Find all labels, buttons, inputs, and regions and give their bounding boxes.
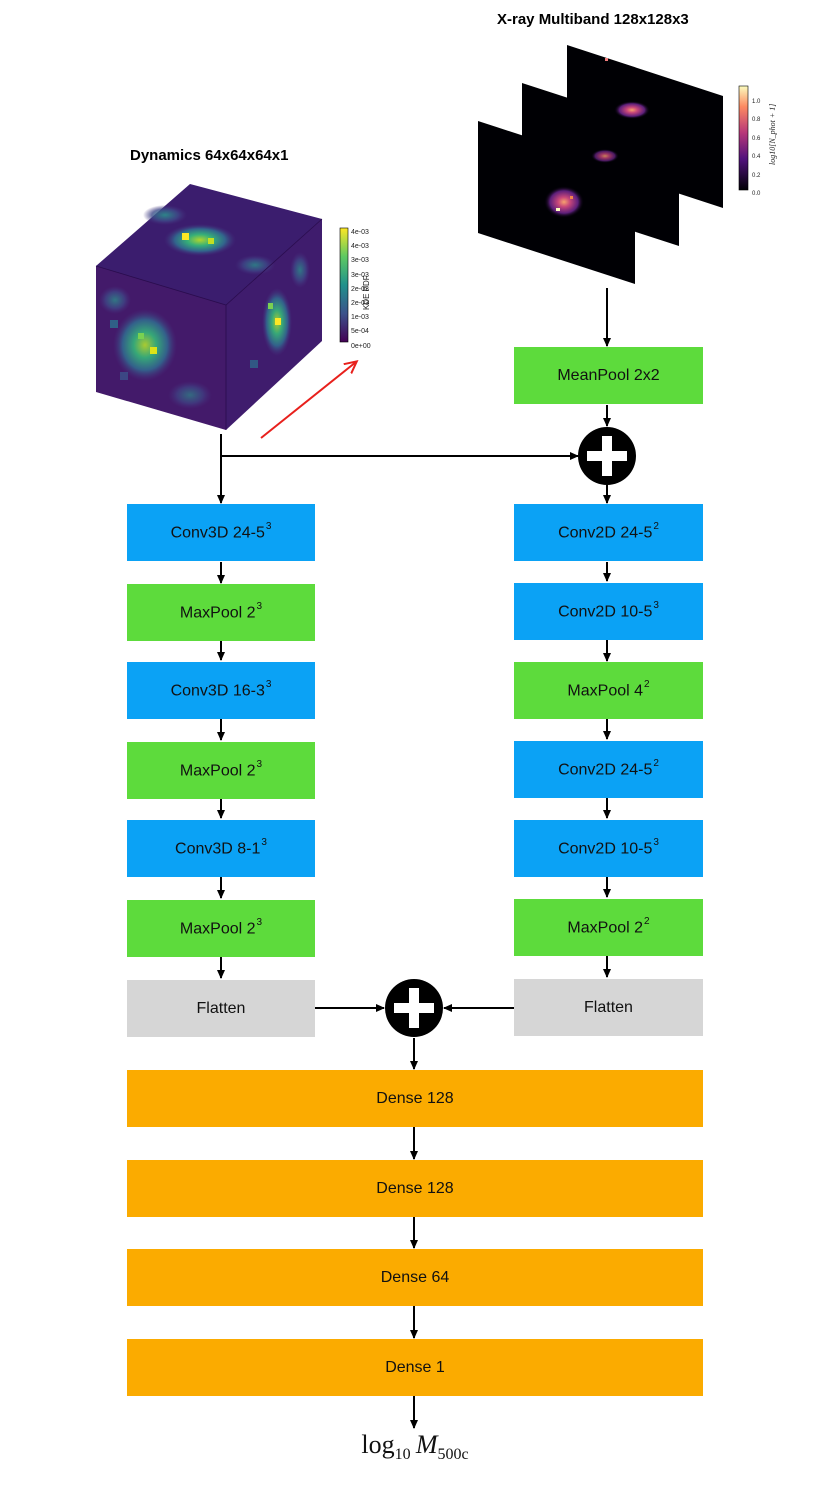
dense-layer: Dense 128 [127,1070,703,1127]
layer-label: MaxPool 4 [567,682,644,700]
output-var-sub: 500c [437,1446,469,1464]
left-layer-maxpool: MaxPool 23 [127,742,315,799]
right-layer-maxpool: MaxPool 42 [514,662,703,719]
layer-label: Dense 128 [376,1089,454,1107]
layer-exponent: 3 [256,758,263,770]
layer-label: Dense 1 [385,1358,445,1376]
layer-label: Conv2D 24-5 [558,524,653,542]
layer-exponent: 3 [261,836,267,848]
xray-tick: 0.6 [752,135,761,142]
layer-exponent: 3 [256,916,263,928]
dyn-tick: 3e-03 [351,271,369,279]
dense-layer: Dense 64 [127,1249,703,1306]
layer-label: Conv3D 8-1 [175,840,261,858]
plus-icon [578,427,636,485]
layer-label: Dense 64 [380,1268,450,1286]
layer-label: Dense 128 [376,1179,454,1197]
right-layer-maxpool: MaxPool 22 [514,899,703,956]
layer-label: Conv3D 24-5 [170,524,265,542]
output-log-sub: 10 [394,1446,411,1464]
left-layer-flatten: Flatten [127,980,315,1037]
layer-exponent: 2 [653,757,659,769]
layer-exponent: 3 [653,599,659,611]
xray-tick: 0.0 [752,191,761,198]
left-layer-maxpool: MaxPool 23 [127,584,315,641]
xray-tick: 1.0 [752,99,761,105]
xray-frames [478,45,723,284]
right-layer-flatten: Flatten [514,979,703,1036]
left-layer-conv3d: Conv3D 24-53 [127,504,315,561]
right-layer-conv2d: Conv2D 24-52 [514,741,703,798]
meanpool-label: MeanPool 2x2 [557,366,660,384]
layer-label: MaxPool 2 [179,920,256,938]
layer-exponent: 2 [653,520,659,532]
layer-exponent: 2 [644,678,650,690]
layer-label: MaxPool 2 [179,762,256,780]
output-log: log [361,1430,395,1459]
layer-exponent: 3 [256,600,263,612]
layer-label: Conv2D 10-5 [558,603,653,621]
layer-label: Flatten [584,998,633,1016]
dynamics-colorbar [339,227,349,343]
dense-layer: Dense 128 [127,1160,703,1217]
layer-exponent: 3 [265,520,272,532]
xray-title: X-ray Multiband 128x128x3 [497,11,689,28]
layer-label: Conv2D 24-5 [558,761,653,779]
layer-label: Conv2D 10-5 [558,840,653,858]
xray-colorbar [738,85,749,191]
xray-colorbar-label: log10[N_phot + 1] [768,103,777,165]
dynamics-title: Dynamics 64x64x64x1 [130,147,289,164]
xray-colorbar-ticks: 1.0 0.8 0.6 0.4 0.2 0.0 [752,93,772,203]
layer-label: MaxPool 2 [179,604,256,622]
xray-tick: 0.4 [752,154,761,161]
dense-layer: Dense 1 [127,1339,703,1396]
xray-tick: 0.2 [752,172,761,179]
dynamics-colorbar-ticks: 4e-03 4e-03 3e-03 3e-03 2e-03 2e-03 1e-0… [351,226,391,354]
dynamics-cube [95,184,323,430]
output-var: M [415,1430,438,1459]
dyn-tick: 3e-03 [351,257,369,265]
dyn-tick: 4e-03 [351,229,369,236]
meanpool-layer: MeanPool 2x2 [514,347,703,404]
xray-tick: 0.8 [752,117,761,124]
output-label: log10 M500c [330,1430,500,1464]
left-layer-maxpool: MaxPool 23 [127,900,315,957]
plus-icon [385,979,443,1037]
dyn-tick: 0e+00 [351,342,371,350]
layer-exponent: 3 [265,678,272,690]
dyn-tick: 4e-03 [351,243,369,251]
layer-exponent: 2 [644,915,650,927]
layer-label: Flatten [196,999,246,1017]
connectors [217,288,611,1429]
layer-label: MaxPool 2 [567,919,644,937]
left-layer-conv3d: Conv3D 8-13 [127,820,315,877]
layer-exponent: 3 [653,836,659,848]
dyn-tick: 1e-03 [351,314,369,322]
left-layer-conv3d: Conv3D 16-33 [127,662,315,719]
dynamics-colorbar-label: KDE PDF [362,275,371,310]
right-layer-conv2d: Conv2D 10-53 [514,820,703,877]
dyn-tick: 2e-03 [351,285,369,293]
dyn-tick: 5e-04 [351,328,369,336]
dyn-tick: 2e-03 [351,300,369,308]
layer-label: Conv3D 16-3 [170,682,265,700]
highlight-arrow [260,362,356,439]
right-layer-conv2d: Conv2D 24-52 [514,504,703,561]
right-layer-conv2d: Conv2D 10-53 [514,583,703,640]
